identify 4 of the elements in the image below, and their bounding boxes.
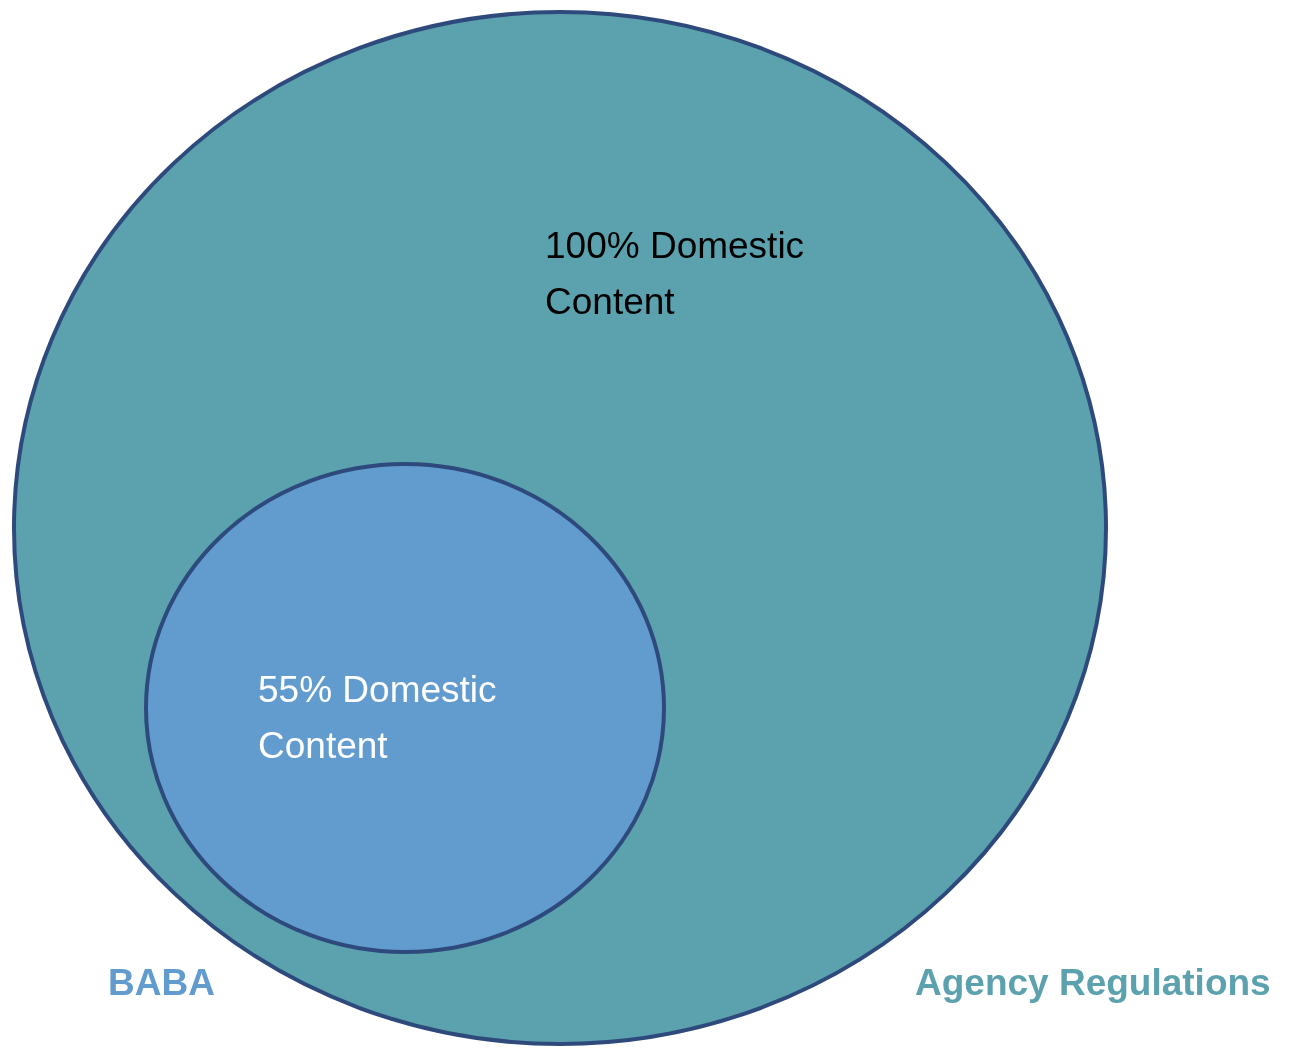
circle-title: Agency Regulations [915, 961, 1271, 1005]
circle-label: 100% Domestic Content [545, 224, 806, 324]
circle-label: 55% Domestic Content [258, 668, 498, 768]
circle-title: BABA [108, 961, 215, 1005]
